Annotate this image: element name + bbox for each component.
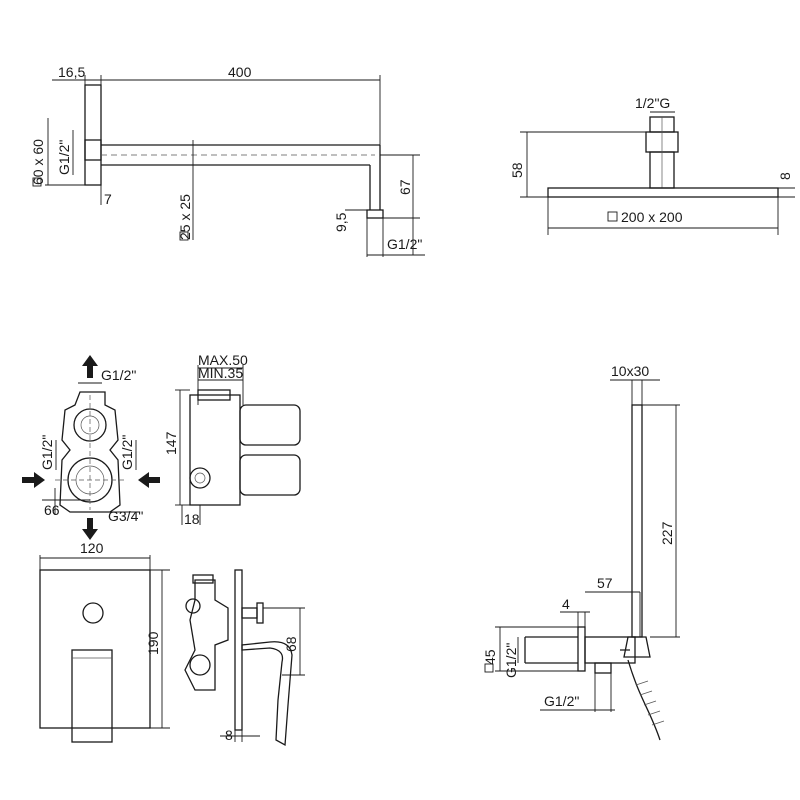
valve-min-dim: MIN.35: [198, 365, 243, 381]
arrow-down-icon: [82, 518, 98, 540]
valve-depth-dim: 18: [184, 511, 200, 527]
diverter-knob: [82, 602, 104, 624]
hand-hose-thread-dim: G1/2": [544, 693, 579, 709]
mixer-width-dim: 120: [80, 540, 104, 556]
hand-holder: [623, 636, 651, 658]
valve-upper-port: [73, 408, 107, 442]
shower-head-drawing: 1/2"G 58 8 200 x 200: [509, 95, 795, 235]
hand-plate-dim: 4: [562, 596, 570, 612]
valve-right-thread-dim: G1/2": [119, 435, 135, 470]
valve-left-thread-dim: G1/2": [39, 435, 55, 470]
head-height-dim: 58: [509, 162, 525, 178]
arm-tip-dim: 9,5: [333, 212, 349, 232]
arm-gap-dim: 7: [104, 191, 112, 207]
valve-side-body: [189, 394, 241, 506]
mixer-lever-front: [71, 649, 113, 743]
mixer-side-lever: [241, 641, 293, 747]
hand-hose: [620, 649, 661, 741]
arrow-right-icon: [22, 472, 45, 488]
arm-thread-out-dim: G1/2": [387, 236, 422, 252]
hand-wall-thread-dim: G1/2": [503, 643, 519, 678]
arm-plate-dim: 60 x 60: [30, 139, 46, 185]
arrow-left-icon: [138, 472, 160, 488]
mixer-side-plate: [234, 569, 243, 731]
valve-side-cartridge-top: [239, 404, 301, 446]
hand-handle-dim: 10x30: [611, 363, 649, 379]
arm-wall-dim: 16,5: [58, 64, 85, 80]
mixer-plate-drawing: 120 190 68 8: [39, 540, 305, 747]
hand-length-dim: 227: [659, 521, 675, 545]
hand-hose-outlet: [594, 662, 612, 674]
shower-arm-drawing: 16,5 400 60 x 60 G1/2" 7 25 x 25 67 9,5 …: [30, 64, 425, 257]
head-thickness-dim: 8: [777, 172, 793, 180]
hand-base-dim: 45: [482, 649, 498, 665]
valve-bottom-thread-dim: G3/4": [108, 508, 143, 524]
head-plate: [547, 187, 779, 198]
hand-shower-drawing: 10x30 227 57 4 45 G1/2": [482, 363, 680, 741]
arm-thread-block: [84, 139, 102, 161]
mixer-thickness-dim: 8: [225, 727, 233, 743]
arrow-up-icon: [82, 355, 98, 378]
head-thread-dim: 1/2"G: [635, 95, 670, 111]
valve-side-cartridge-bottom: [239, 454, 301, 496]
mixer-height-dim: 190: [145, 631, 161, 655]
valve-height-dim: 147: [163, 431, 179, 455]
valve-width-dim: 66: [44, 502, 60, 518]
arm-thread-in-dim: G1/2": [56, 140, 72, 175]
head-size-dim: 200 x 200: [621, 209, 683, 225]
arm-drop-dim: 67: [397, 179, 413, 195]
arm-outlet-nut: [366, 209, 384, 219]
arm-square-dim: 25 x 25: [177, 194, 193, 240]
hand-shower-handle: [631, 404, 643, 638]
mixer-front-plate: [39, 569, 151, 729]
valve-body-drawing: G1/2" G1/2" G1/2" 66 G3/4" MAX.50 MIN.35…: [22, 352, 301, 540]
hand-reach-dim: 57: [597, 575, 613, 591]
mixer-side-valve: [184, 579, 229, 691]
valve-top-thread-dim: G1/2": [101, 367, 136, 383]
valve-max-dim: MAX.50: [198, 352, 248, 368]
arm-wall-plate: [84, 84, 102, 186]
arm-length-dim: 400: [228, 64, 252, 80]
mixer-side-dim: 68: [283, 636, 299, 652]
hand-wall-plate: [577, 626, 586, 672]
